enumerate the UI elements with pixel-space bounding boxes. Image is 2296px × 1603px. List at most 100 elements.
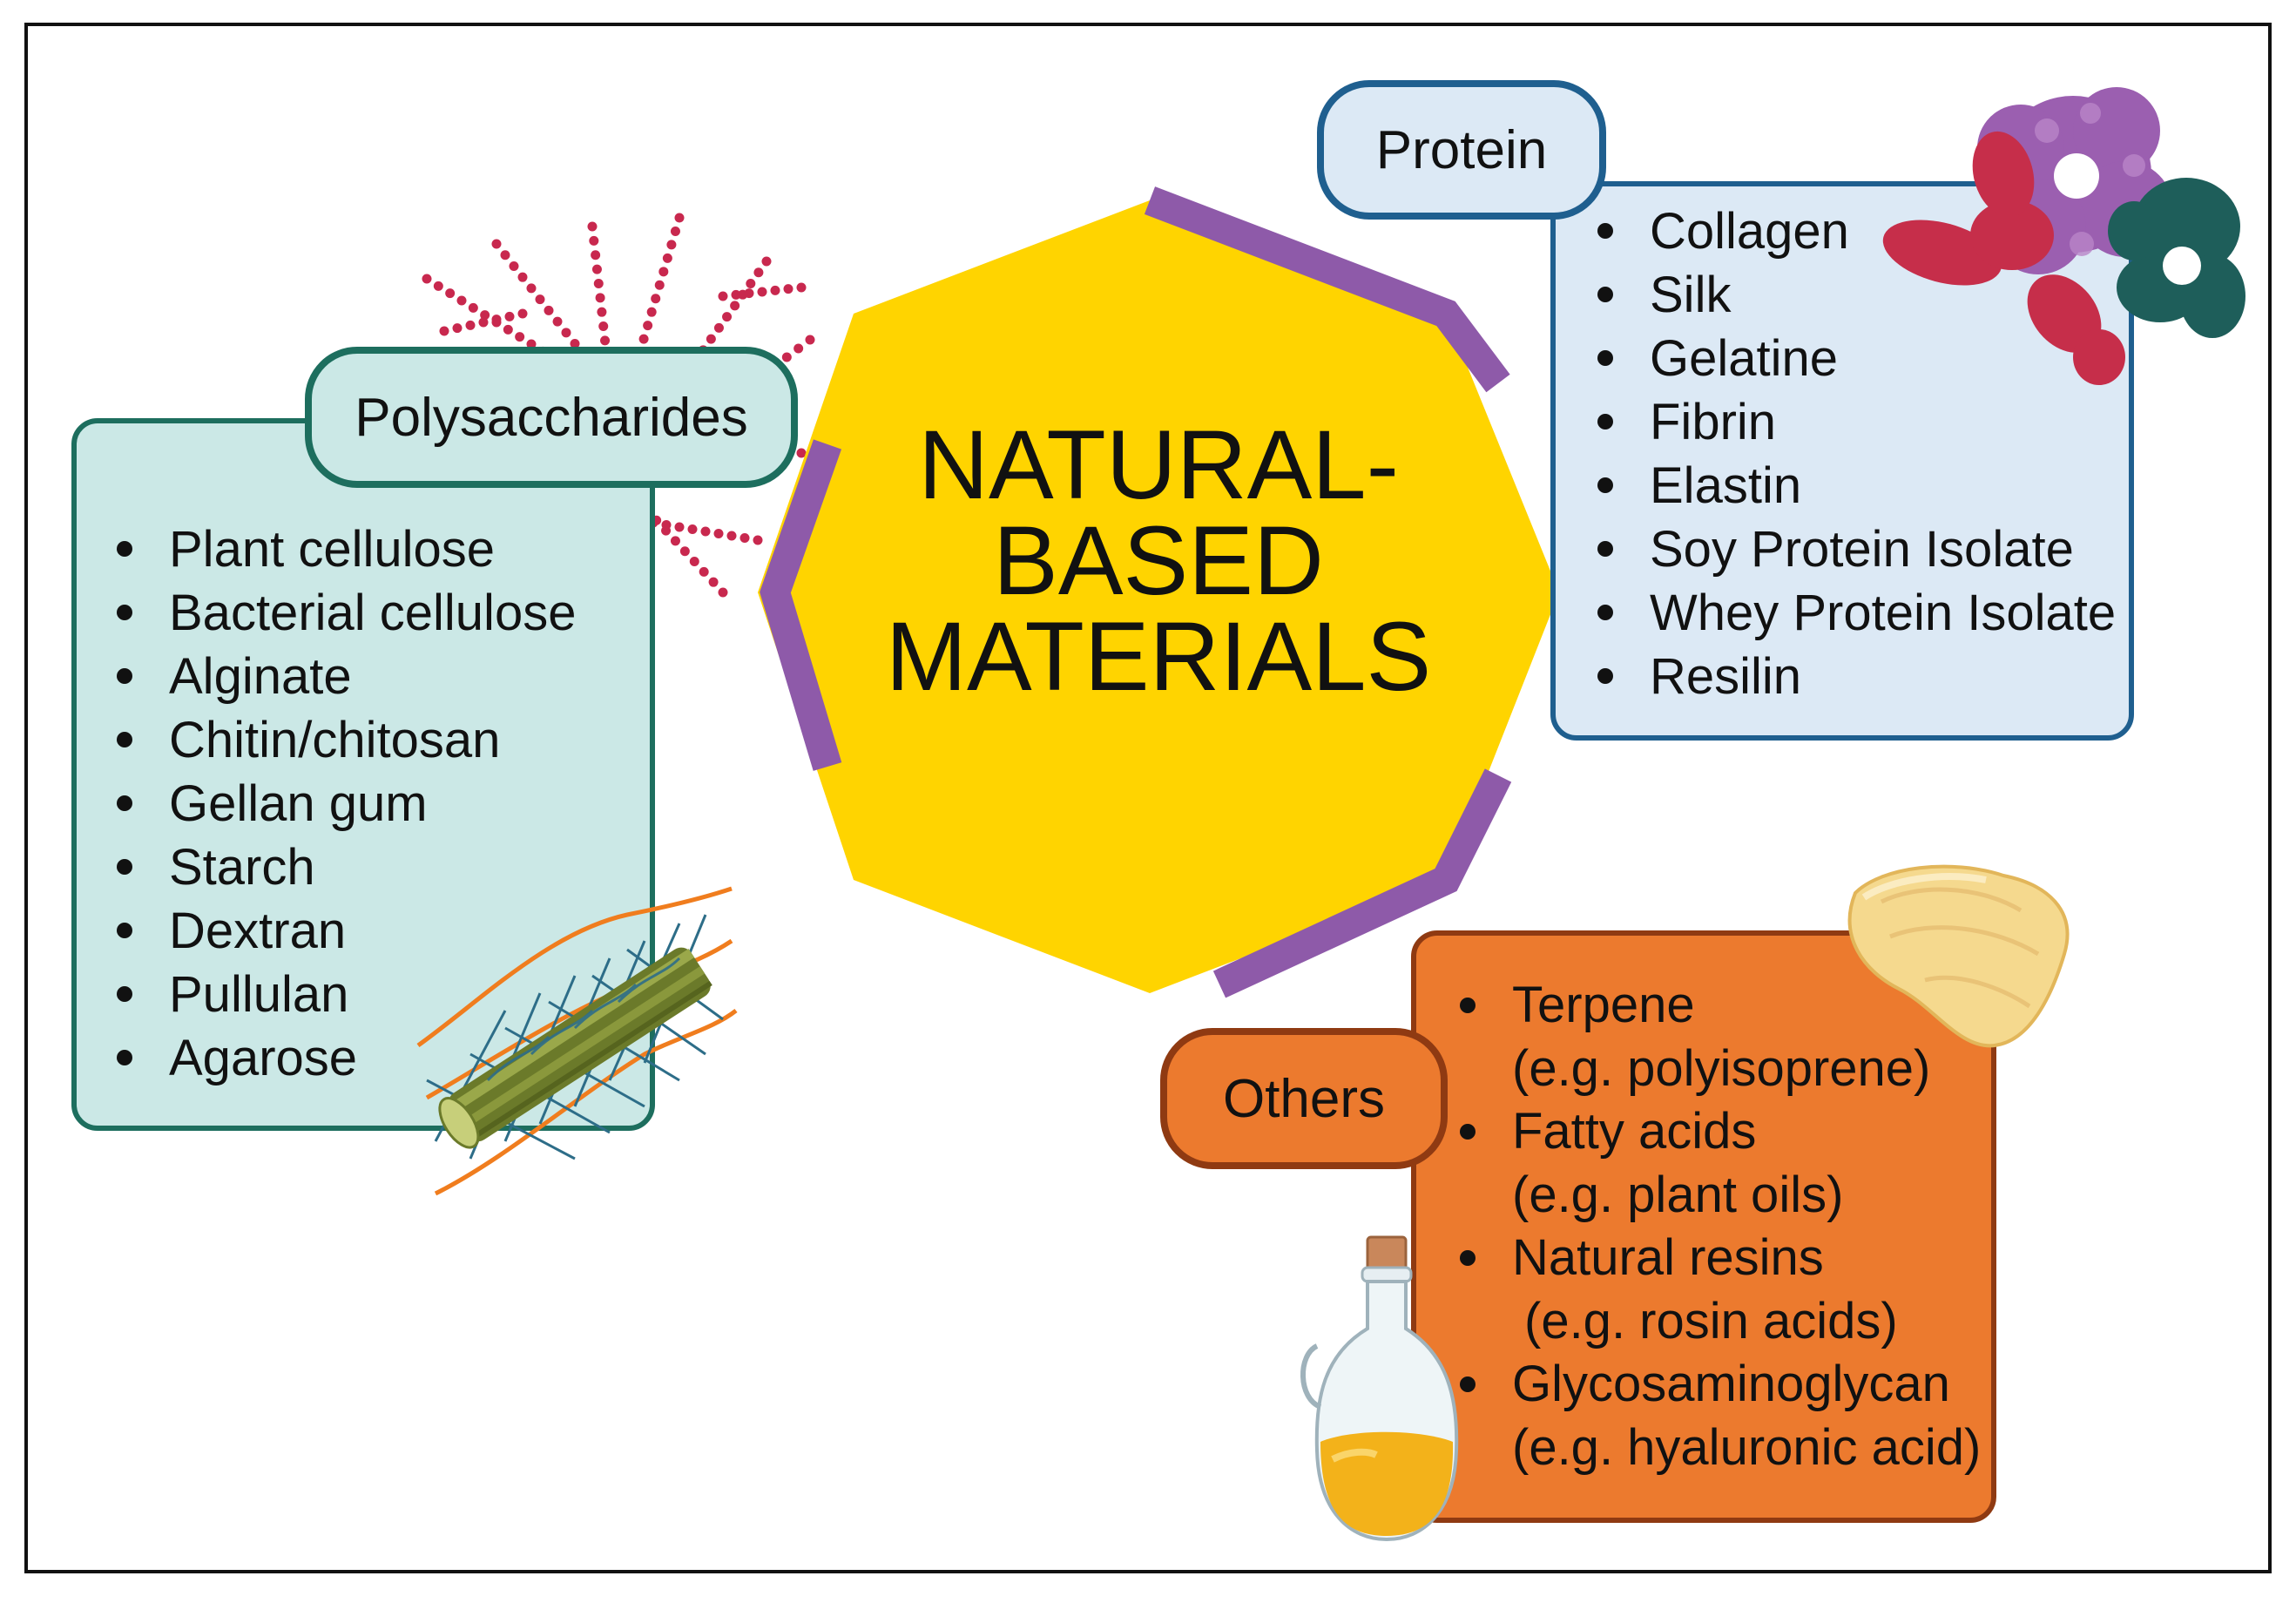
- polymer-dot: [422, 274, 432, 284]
- polymer-dot: [713, 322, 724, 333]
- accent-bar-top: [1144, 186, 1510, 393]
- polymer-dot: [465, 320, 476, 330]
- bullet: [117, 986, 132, 1002]
- bullet: [117, 605, 132, 620]
- polymer-dot: [456, 295, 467, 306]
- polymer-dot: [651, 294, 661, 304]
- list-item: Collagen: [1590, 200, 2116, 263]
- polymer-dot: [662, 253, 672, 263]
- polymer-dot: [713, 529, 724, 538]
- accent-bar-bottom: [1212, 768, 1512, 998]
- polymer-dot: [517, 308, 528, 319]
- polymer-dot: [515, 332, 525, 342]
- polymer-dot: [783, 284, 793, 294]
- polymer-dot: [452, 323, 463, 334]
- example-text: (e.g. hyaluronic acid): [1512, 1418, 1982, 1476]
- others-label: Others: [1160, 1028, 1448, 1169]
- polymer-dot: [587, 221, 598, 232]
- list-item: Alginate: [110, 645, 576, 708]
- list-item: Glycosaminoglycan(e.g. hyaluronic acid): [1453, 1353, 1981, 1479]
- polymer-dot: [561, 328, 571, 338]
- list-item: Elastin: [1590, 454, 2116, 517]
- polymer-dot: [597, 307, 607, 317]
- polymer-dot: [491, 315, 502, 325]
- polymer-dot: [687, 524, 698, 534]
- others-card: [1411, 930, 1996, 1523]
- polymer-dot: [753, 267, 764, 278]
- list-item: Natural resins(e.g. rosin acids): [1453, 1227, 1981, 1353]
- example-text: (e.g. polyisoprene): [1512, 1039, 1931, 1097]
- polymer-dot: [761, 256, 772, 267]
- example-text: (e.g. plant oils): [1512, 1166, 1844, 1223]
- polymer-dot: [796, 448, 807, 458]
- protein-card: [1550, 181, 2134, 741]
- title-line: MATERIALS: [885, 602, 1432, 711]
- octagon-shape: [758, 200, 1550, 993]
- polymer-dot: [679, 546, 690, 557]
- polymer-dot: [805, 335, 815, 345]
- resin-piece-icon: [1847, 864, 2070, 1048]
- list-item: Resilin: [1590, 645, 2116, 708]
- polymer-dot: [699, 566, 709, 577]
- polymer-dot: [781, 352, 792, 362]
- bullet: [1597, 541, 1613, 557]
- polymer-dot: [689, 557, 699, 567]
- bullet: [1460, 998, 1476, 1013]
- list-item: Bacterial cellulose: [110, 581, 576, 645]
- others-list: Terpene(e.g. polyisoprene) Fatty acids(e…: [1453, 974, 1981, 1479]
- polymer-dot: [739, 533, 750, 543]
- polymer-dot: [661, 520, 672, 530]
- polymer-dot: [658, 267, 669, 277]
- bullet: [1597, 477, 1613, 493]
- polymer-dot: [504, 311, 515, 321]
- polymer-dot: [700, 526, 711, 537]
- polymer-dot: [793, 343, 804, 354]
- polymer-dot: [591, 264, 602, 274]
- polysaccharides-card: [71, 418, 655, 1131]
- polymer-dot: [503, 324, 513, 335]
- bullet: [1460, 1124, 1476, 1140]
- bullet: [1460, 1250, 1476, 1266]
- polymer-dot: [643, 321, 653, 331]
- polysaccharides-label: Polysaccharides: [305, 347, 798, 488]
- polymer-dot: [544, 305, 554, 315]
- polymer-dot: [718, 587, 728, 598]
- example-text: (e.g. rosin acids): [1524, 1292, 1898, 1349]
- list-item: Agarose: [110, 1026, 576, 1090]
- bullet: [1460, 1376, 1476, 1392]
- bullet: [1597, 414, 1613, 429]
- list-item: Starch: [110, 835, 576, 899]
- polymer-dot: [753, 535, 763, 545]
- title-line: NATURAL-: [918, 410, 1399, 519]
- polymer-dot: [500, 250, 510, 260]
- polymer-dot: [589, 235, 599, 246]
- polymer-dot: [600, 335, 611, 346]
- protein-label: Protein: [1317, 80, 1606, 220]
- polymer-dot: [718, 291, 728, 301]
- list-item: Terpene(e.g. polyisoprene): [1453, 974, 1981, 1100]
- polymer-dot: [480, 310, 490, 321]
- polymer-dot: [491, 239, 502, 249]
- polymer-dot: [666, 240, 677, 250]
- polymer-dot: [670, 536, 680, 546]
- polymer-dot: [796, 282, 807, 293]
- bullet: [1597, 668, 1613, 684]
- bullet: [117, 732, 132, 747]
- list-item: Whey Protein Isolate: [1590, 581, 2116, 645]
- polymer-dot: [746, 278, 756, 288]
- list-item: Chitin/chitosan: [110, 708, 576, 772]
- list-item: Plant cellulose: [110, 517, 576, 581]
- cellulose-fiber-icon: [416, 886, 738, 1196]
- polymer-dot: [593, 278, 604, 288]
- polymer-dot: [730, 301, 740, 311]
- polymer-dot: [744, 288, 754, 299]
- list-item: Silk: [1590, 263, 2116, 327]
- polymer-dot: [770, 285, 780, 295]
- polymer-dot: [526, 339, 537, 349]
- bullet: [117, 541, 132, 557]
- list-item: Pullulan: [110, 963, 576, 1026]
- oil-bottle-icon: [1300, 1235, 1459, 1542]
- polymer-dot: [591, 250, 601, 260]
- polymer-dot: [595, 293, 605, 303]
- bullet: [117, 859, 132, 875]
